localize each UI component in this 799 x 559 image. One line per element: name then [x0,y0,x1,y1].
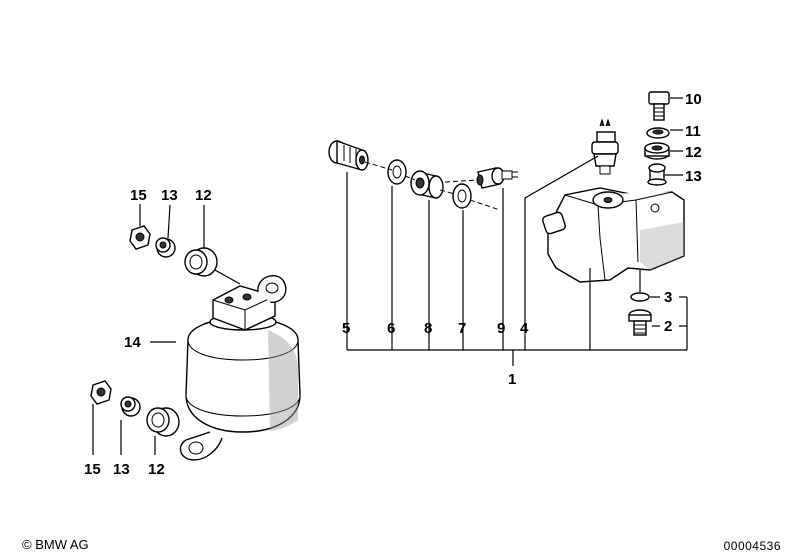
bushing-12-top [184,247,218,277]
callout-13-top: 13 [161,187,178,204]
bushing-12-right [644,142,670,160]
plug-2 [628,309,652,336]
sleeve-13-top [155,237,176,258]
callout-7: 7 [458,320,466,337]
valve-block [542,187,685,283]
callout-1: 1 [508,371,516,388]
callout-10: 10 [685,91,702,108]
callout-13-right: 13 [685,168,702,185]
callout-8: 8 [424,320,432,337]
pressure-accumulator [179,274,301,461]
seal-7 [452,183,472,209]
nut-15-bottom [90,380,112,405]
washer-11 [646,127,670,139]
callout-15-bottom: 15 [84,461,101,478]
bushing-12-bottom [146,407,180,437]
sleeve-13-bottom [120,396,141,417]
banjo-8 [410,170,444,199]
callout-13-bottom: 13 [113,461,130,478]
copyright-text: © BMW AG [22,537,89,552]
callout-14: 14 [124,334,141,351]
pressure-switch [591,118,619,175]
bolt-10 [648,91,670,121]
callout-12-right: 12 [685,144,702,161]
seal-6 [387,159,407,185]
callout-5: 5 [342,320,350,337]
callout-11: 11 [685,123,701,140]
callout-labels: 1 2 3 4 5 6 8 7 9 10 11 12 13 14 15 13 1… [84,91,702,478]
image-number: 00004536 [723,539,781,553]
callout-12-top: 12 [195,187,212,204]
callout-15-top: 15 [130,187,147,204]
sleeve-13-right [647,163,667,186]
callout-2: 2 [664,318,672,335]
callout-6: 6 [387,320,395,337]
callout-12-bottom: 12 [148,461,165,478]
nut-15-top [129,225,151,250]
callout-9: 9 [497,320,505,337]
callout-4: 4 [520,320,529,337]
sensor-9 [476,167,518,189]
o-ring-3 [630,292,650,302]
banjo-bolt-5 [328,140,369,171]
callout-3: 3 [664,289,672,306]
